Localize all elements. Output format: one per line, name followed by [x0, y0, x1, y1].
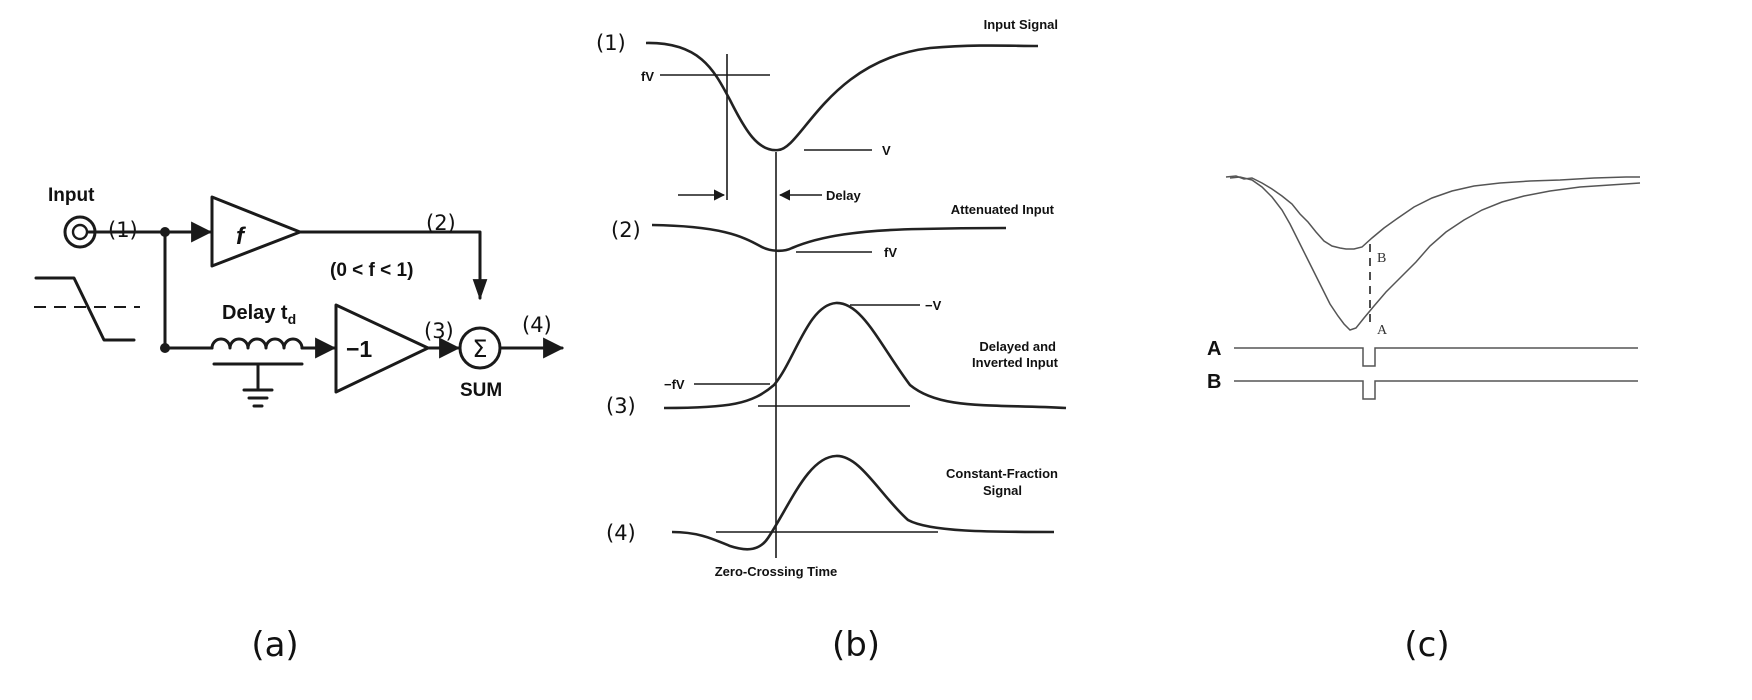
cf-label-line2: Signal — [983, 483, 1022, 498]
inverter-gain-label: −1 — [346, 336, 372, 362]
row-label-2: (2) — [611, 218, 641, 242]
panel-a-circuit: Input (1) f (2) (0 < f < 1) Delay td — [34, 185, 565, 408]
trace-b-label: B — [1207, 371, 1221, 393]
delayed-label-line1: Delayed and — [979, 339, 1056, 354]
point-a-label: A — [1377, 323, 1388, 338]
row-label-3: (3) — [606, 394, 636, 418]
neg-fv-label: −fV — [664, 377, 685, 392]
delayed-inverted-trace — [663, 301, 1067, 410]
point-b-label: B — [1377, 251, 1386, 266]
panel-c-traces: B A A B — [1207, 175, 1641, 400]
trace-a-lower — [1229, 176, 1641, 331]
input-signal-trace — [645, 41, 1039, 152]
sum-label: SUM — [460, 380, 502, 401]
node-label-1: (1) — [108, 218, 138, 242]
delay-label: Delay td — [222, 302, 296, 327]
fv-label: fV — [641, 69, 654, 84]
zero-crossing-label: Zero-Crossing Time — [715, 564, 838, 579]
panel-b-caption: (b) — [832, 625, 880, 665]
attenuated-input-label: Attenuated Input — [951, 202, 1055, 217]
neg-v-label: −V — [925, 298, 942, 313]
node-label-2: (2) — [426, 211, 456, 235]
row-label-1: (1) — [596, 31, 626, 55]
constant-fraction-trace — [671, 454, 1055, 551]
f-range-label: (0 < f < 1) — [330, 260, 413, 281]
amp-f-label: f — [236, 223, 246, 250]
inverter-amplifier — [334, 303, 430, 394]
input-label: Input — [48, 185, 95, 206]
input-pulse-sketch — [34, 276, 136, 342]
trace-a-label: A — [1207, 338, 1221, 360]
delay-inductor-icon — [210, 337, 304, 350]
v-label: V — [882, 143, 891, 158]
panel-b-waveforms: (1) Input Signal fV V Delay (2) Attenuat… — [596, 17, 1067, 579]
node-label-3: (3) — [424, 319, 454, 343]
sum-symbol: Σ — [472, 335, 487, 363]
delayed-label-line2: Inverted Input — [972, 355, 1059, 370]
node-label-4: (4) — [522, 313, 552, 337]
panel-c-caption: (c) — [1404, 625, 1449, 665]
attenuator-amplifier — [210, 195, 302, 268]
attenuated-input-trace — [651, 223, 1007, 253]
logic-pulse-b — [1234, 380, 1638, 400]
row-label-4: (4) — [606, 521, 636, 545]
fv-attenuated-label: fV — [884, 245, 897, 260]
panel-a-caption: (a) — [251, 625, 298, 665]
delay-label: Delay — [826, 188, 861, 203]
cf-label-line1: Constant-Fraction — [946, 466, 1058, 481]
logic-pulse-a — [1234, 347, 1638, 367]
trace-b-upper — [1225, 175, 1640, 250]
input-signal-label: Input Signal — [984, 17, 1058, 32]
